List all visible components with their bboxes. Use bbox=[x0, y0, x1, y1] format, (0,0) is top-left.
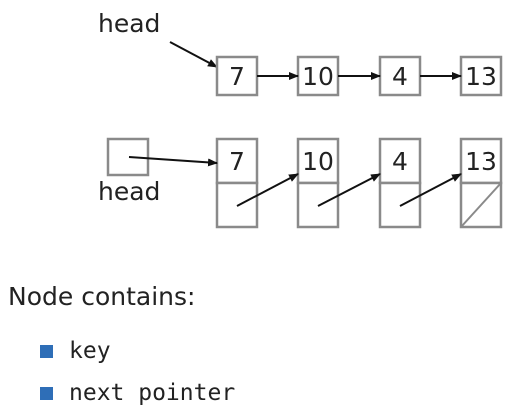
node-3-key: 4 bbox=[392, 147, 408, 176]
null-pointer-slash bbox=[460, 182, 502, 228]
top-node-1-key: 7 bbox=[229, 62, 245, 91]
bullet-square-icon bbox=[40, 344, 53, 358]
node-4-key: 13 bbox=[465, 147, 497, 176]
bottom-head-label: head bbox=[98, 177, 160, 206]
top-head-arrow bbox=[169, 41, 218, 68]
node-contains-caption: Node contains: bbox=[8, 282, 196, 311]
field-next-pointer: next pointer bbox=[69, 380, 236, 406]
top-node-1 bbox=[215, 55, 259, 97]
node-fields-list: key next pointer bbox=[40, 330, 235, 414]
bullet-square-icon bbox=[40, 386, 53, 400]
node-1-next-arrow bbox=[236, 173, 299, 207]
node-3-next-arrow bbox=[399, 173, 462, 207]
field-key: key bbox=[69, 338, 111, 364]
node-1-key: 7 bbox=[229, 147, 245, 176]
head-pointer-arrow bbox=[128, 156, 218, 167]
top-node-3-key: 4 bbox=[392, 62, 408, 91]
bottom-list: head 7 10 4 13 bbox=[98, 137, 503, 229]
top-head-label: head bbox=[98, 9, 160, 38]
node-3-key-cell bbox=[378, 137, 422, 185]
list-item: next pointer bbox=[40, 372, 235, 414]
node-4-key-cell bbox=[459, 137, 503, 185]
list-item: key bbox=[40, 330, 235, 372]
node-2-key: 10 bbox=[302, 147, 334, 176]
top-node-2-key: 10 bbox=[302, 62, 334, 91]
node-2-next-arrow bbox=[317, 173, 381, 207]
top-node-4-key: 13 bbox=[465, 62, 497, 91]
top-node-3 bbox=[378, 55, 422, 97]
top-list: head 7 10 4 13 bbox=[98, 9, 503, 97]
